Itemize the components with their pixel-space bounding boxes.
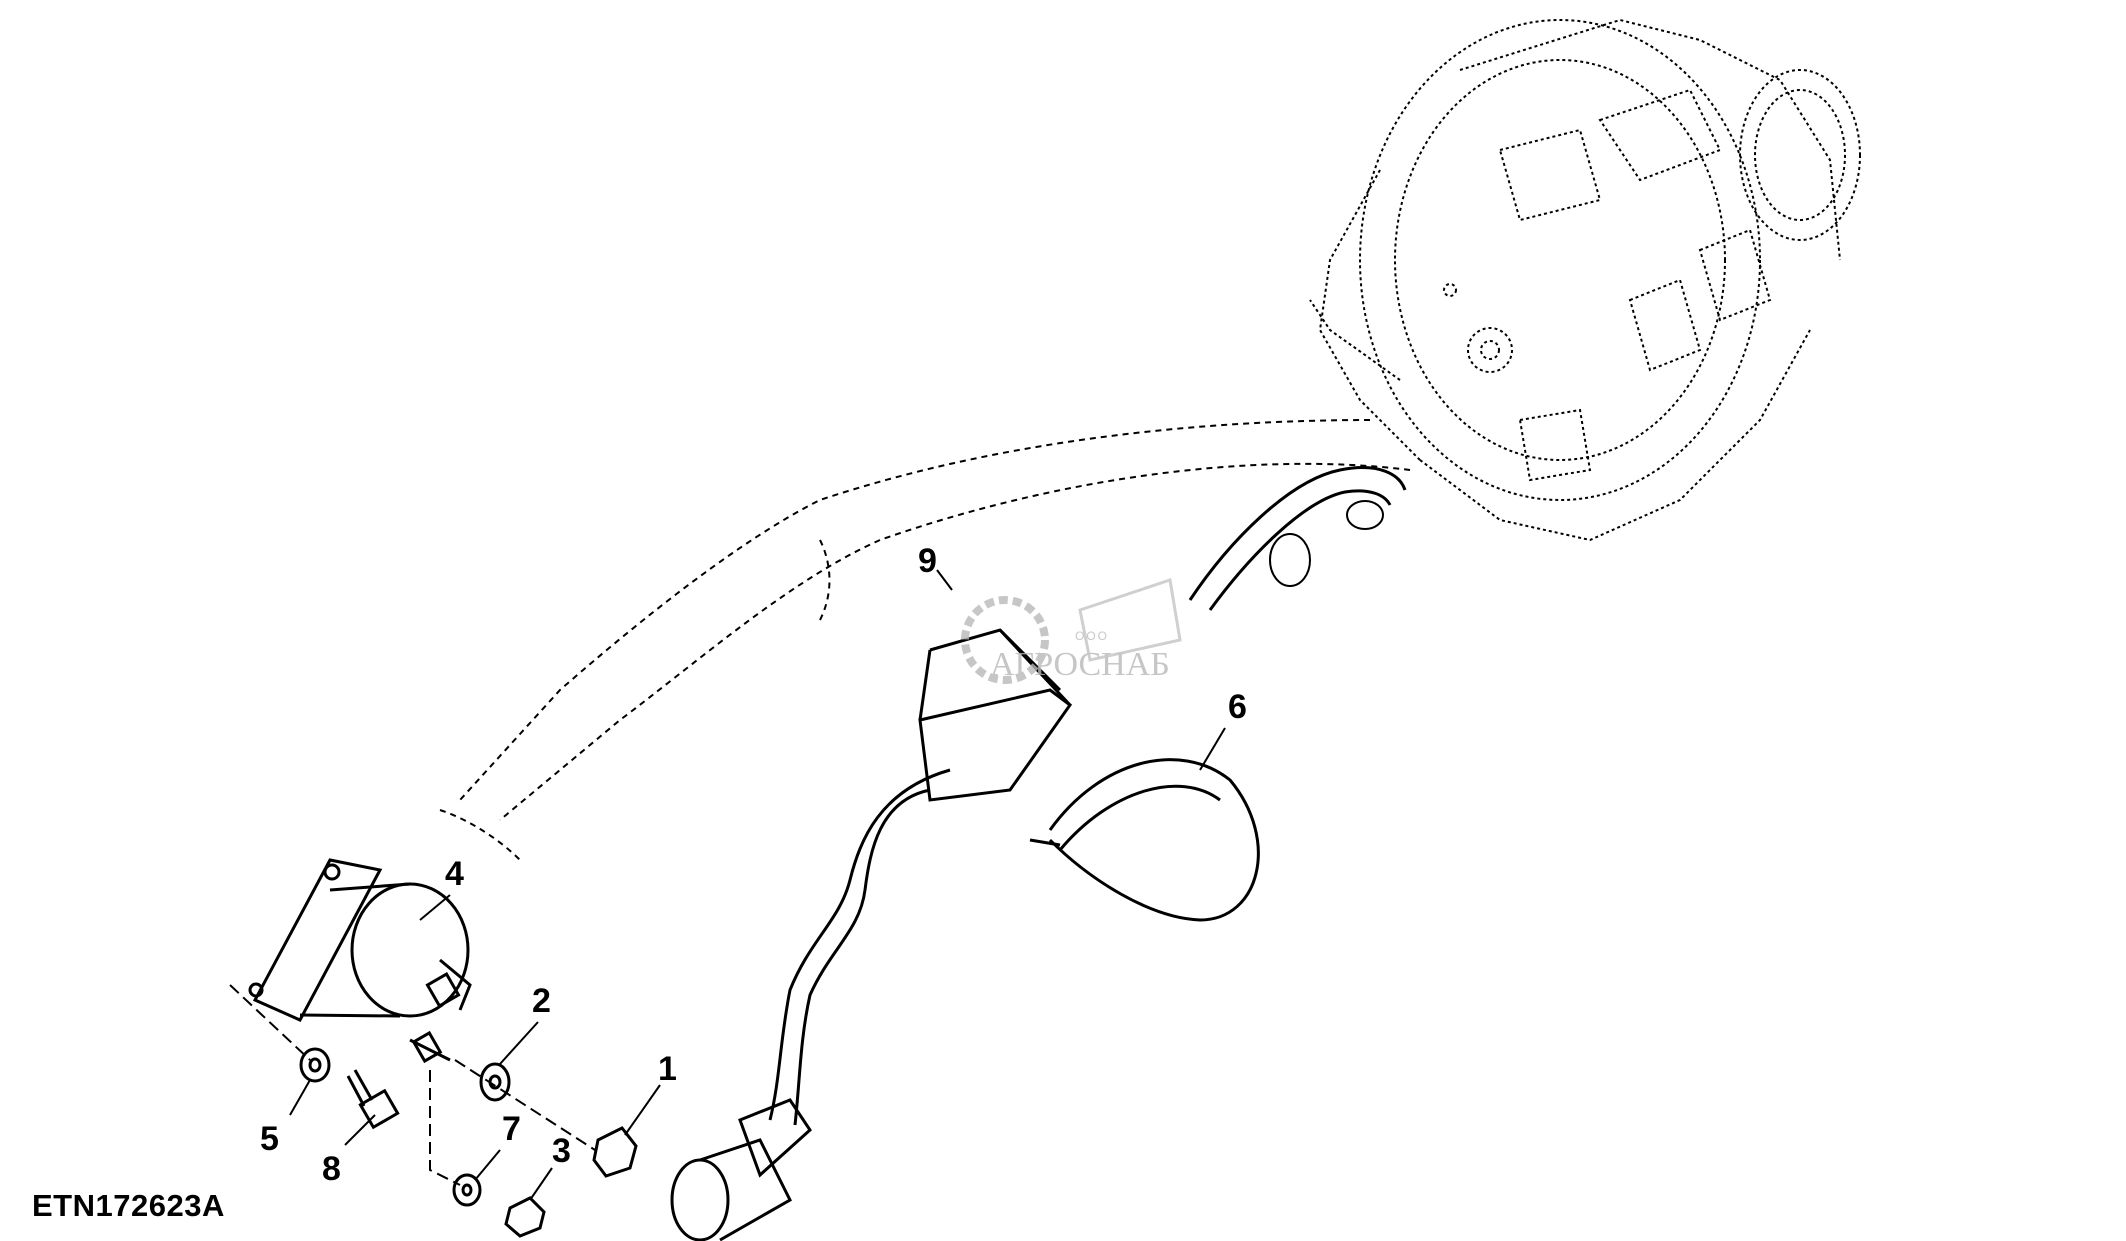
callout-9: 9 <box>918 542 937 580</box>
cable-routing-phantom <box>439 419 1411 861</box>
nut-3 <box>504 1196 546 1238</box>
callout-3: 3 <box>552 1132 571 1170</box>
alternator-phantom <box>1309 18 1861 542</box>
starter-relay <box>248 858 472 1064</box>
washer-7 <box>452 1173 482 1207</box>
leader-lines <box>289 569 1226 1201</box>
callout-7: 7 <box>502 1110 521 1148</box>
washer-5 <box>299 1047 331 1083</box>
assembly-lines <box>229 984 596 1186</box>
callout-4: 4 <box>445 855 464 893</box>
callout-2: 2 <box>532 982 551 1020</box>
callout-6: 6 <box>1228 688 1247 726</box>
cable-strap <box>1029 758 1260 922</box>
callout-5: 5 <box>260 1120 279 1158</box>
nut-1 <box>592 1126 638 1178</box>
watermark-logo: ООО АГРОСНАБ <box>961 578 1182 684</box>
cable-terminal-ring <box>1269 500 1384 587</box>
bolt <box>346 1069 400 1130</box>
watermark-small-text: ООО <box>1075 629 1109 643</box>
callout-8: 8 <box>322 1150 341 1188</box>
watermark-brand-text: АГРОСНАБ <box>990 646 1170 683</box>
battery-cable <box>670 466 1407 1241</box>
washer-2 <box>479 1062 511 1102</box>
figure-id: ETN172623A <box>32 1188 225 1223</box>
callout-1: 1 <box>658 1050 677 1088</box>
